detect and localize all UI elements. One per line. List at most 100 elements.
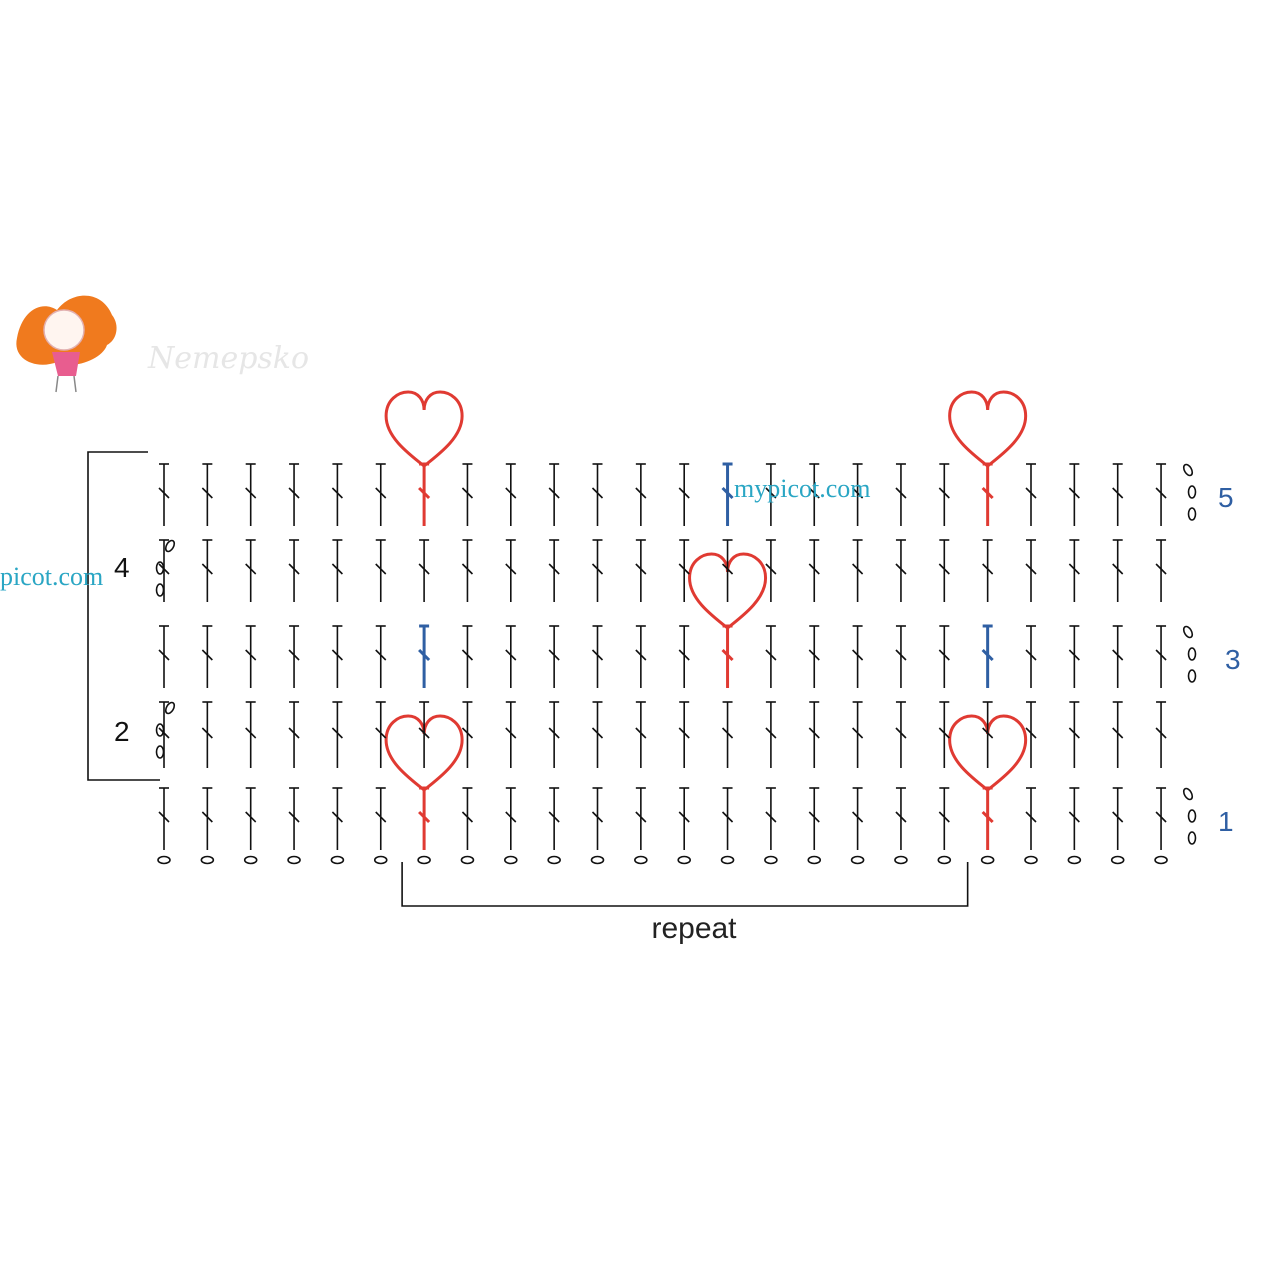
stitch-r2-c6 — [375, 701, 387, 768]
foundation-chain-16 — [807, 855, 822, 865]
turning-chain-r5-1 — [1182, 463, 1194, 477]
stitch-r2-c1 — [158, 701, 170, 768]
stitch-r1-c15 — [765, 787, 777, 850]
stitch-r2-c2 — [201, 701, 213, 768]
stitch-r1-c5 — [331, 787, 343, 850]
stitch-r4-c8 — [461, 539, 474, 602]
stitch-r5-c3 — [245, 463, 257, 526]
logo-girl-icon — [16, 295, 117, 393]
stitch-r2-c23 — [1112, 701, 1124, 768]
turning-chain-r1-3 — [1187, 831, 1197, 845]
stitch-r2-c20 — [982, 701, 994, 768]
stitch-r5-c13 — [678, 463, 690, 526]
stitch-r1-c10 — [548, 787, 560, 850]
stitch-r1-c21 — [1025, 787, 1037, 850]
stitch-r4-c24 — [1155, 539, 1167, 602]
foundation-chain-7 — [417, 855, 431, 865]
stitch-r5-c8 — [461, 463, 474, 526]
foundation-chain-4 — [287, 855, 301, 865]
turning-chain-r2-1 — [164, 701, 176, 715]
stitch-r2-c4 — [288, 701, 300, 768]
stitch-r3-c2 — [201, 625, 213, 688]
foundation-chain-6 — [373, 855, 388, 865]
stitch-r3-c19 — [938, 625, 950, 688]
foundation-chain-21 — [1024, 855, 1038, 865]
heart-r5-c20 — [948, 390, 1028, 468]
stitch-r4-c22 — [1068, 539, 1080, 602]
turning-chain-r1-2 — [1187, 809, 1197, 823]
stitch-r5-c9 — [505, 463, 517, 526]
stitch-r1-c8 — [461, 787, 474, 850]
stitch-r2-c9 — [505, 701, 517, 768]
foundation-chain-14 — [720, 855, 735, 865]
stitch-r1-c24 — [1155, 787, 1167, 850]
stitch-r1-c22 — [1068, 787, 1080, 850]
foundation-chain-8 — [460, 855, 475, 865]
stitch-r4-c1 — [158, 539, 170, 602]
foundation-chain-2 — [200, 855, 215, 865]
stitch-r2-c17 — [852, 701, 864, 768]
watermark-mypicot: mypicot.com — [734, 474, 870, 503]
stitch-r1-c9 — [505, 787, 517, 850]
foundation-chain-1 — [157, 855, 171, 865]
row-label-5: 5 — [1218, 482, 1234, 513]
foundation-chain-18 — [894, 855, 908, 865]
foundation-chain-9 — [503, 855, 518, 865]
stitch-r4-c3 — [245, 539, 257, 602]
stitch-r1-c7 — [418, 786, 431, 850]
turning-chain-r3-3 — [1187, 669, 1197, 683]
stitch-r5-c20 — [981, 462, 994, 526]
stitch-r1-c17 — [852, 787, 864, 850]
stitch-r2-c12 — [635, 701, 647, 768]
stitch-r1-c1 — [158, 787, 170, 850]
watermark-nemepsko: Nemepsko — [147, 341, 309, 376]
stitch-r2-c14 — [721, 701, 734, 768]
stitch-r5-c15 — [765, 463, 777, 526]
stitch-r5-c5 — [331, 463, 343, 526]
stitch-r4-c18 — [895, 539, 907, 602]
stitch-r1-c3 — [245, 787, 257, 850]
stitch-r2-c8 — [461, 701, 474, 768]
turning-chain-r2-2 — [155, 723, 165, 737]
stitch-r2-c11 — [591, 701, 604, 768]
stitch-r3-c1 — [158, 625, 170, 688]
stitch-r4-c2 — [201, 539, 213, 602]
stitch-r5-c12 — [635, 463, 647, 526]
stitch-r5-c16 — [808, 463, 820, 526]
foundation-chain-15 — [764, 855, 778, 865]
stitch-r2-c13 — [678, 701, 690, 768]
stitch-r5-c7 — [418, 462, 431, 526]
stitch-r2-c10 — [548, 701, 560, 768]
stitch-r3-c14 — [721, 624, 734, 688]
stitch-r3-c5 — [331, 625, 343, 688]
stitch-r2-c22 — [1068, 701, 1080, 768]
foundation-chain-22 — [1067, 855, 1082, 865]
stitch-r3-c23 — [1112, 625, 1124, 688]
foundation-chain-13 — [677, 855, 692, 865]
watermark-picot: picot.com — [0, 562, 103, 591]
stitch-r3-c22 — [1068, 625, 1080, 688]
row-label-2: 2 — [114, 716, 130, 747]
stitch-r2-c24 — [1155, 701, 1167, 768]
stitch-r4-c13 — [678, 539, 690, 602]
stitch-r3-c9 — [505, 625, 517, 688]
stitch-r3-c7 — [418, 624, 431, 688]
stitch-r4-c6 — [375, 539, 387, 602]
stitch-r1-c13 — [678, 787, 690, 850]
turning-chain-r4-3 — [155, 583, 165, 597]
turning-chain-r4-1 — [164, 539, 176, 553]
stitch-r3-c17 — [852, 625, 864, 688]
stitch-r4-c19 — [938, 539, 950, 602]
stitch-r2-c18 — [895, 701, 907, 768]
stitch-r3-c16 — [808, 625, 820, 688]
stitch-r4-c4 — [288, 539, 300, 602]
stitch-r3-c4 — [288, 625, 300, 688]
stitch-r5-c1 — [158, 463, 170, 526]
stitch-r1-c20 — [981, 786, 994, 850]
stitch-r3-c6 — [375, 625, 387, 688]
stitch-r2-c5 — [331, 701, 343, 768]
stitch-r5-c24 — [1155, 463, 1167, 526]
foundation-chain-12 — [634, 855, 648, 865]
